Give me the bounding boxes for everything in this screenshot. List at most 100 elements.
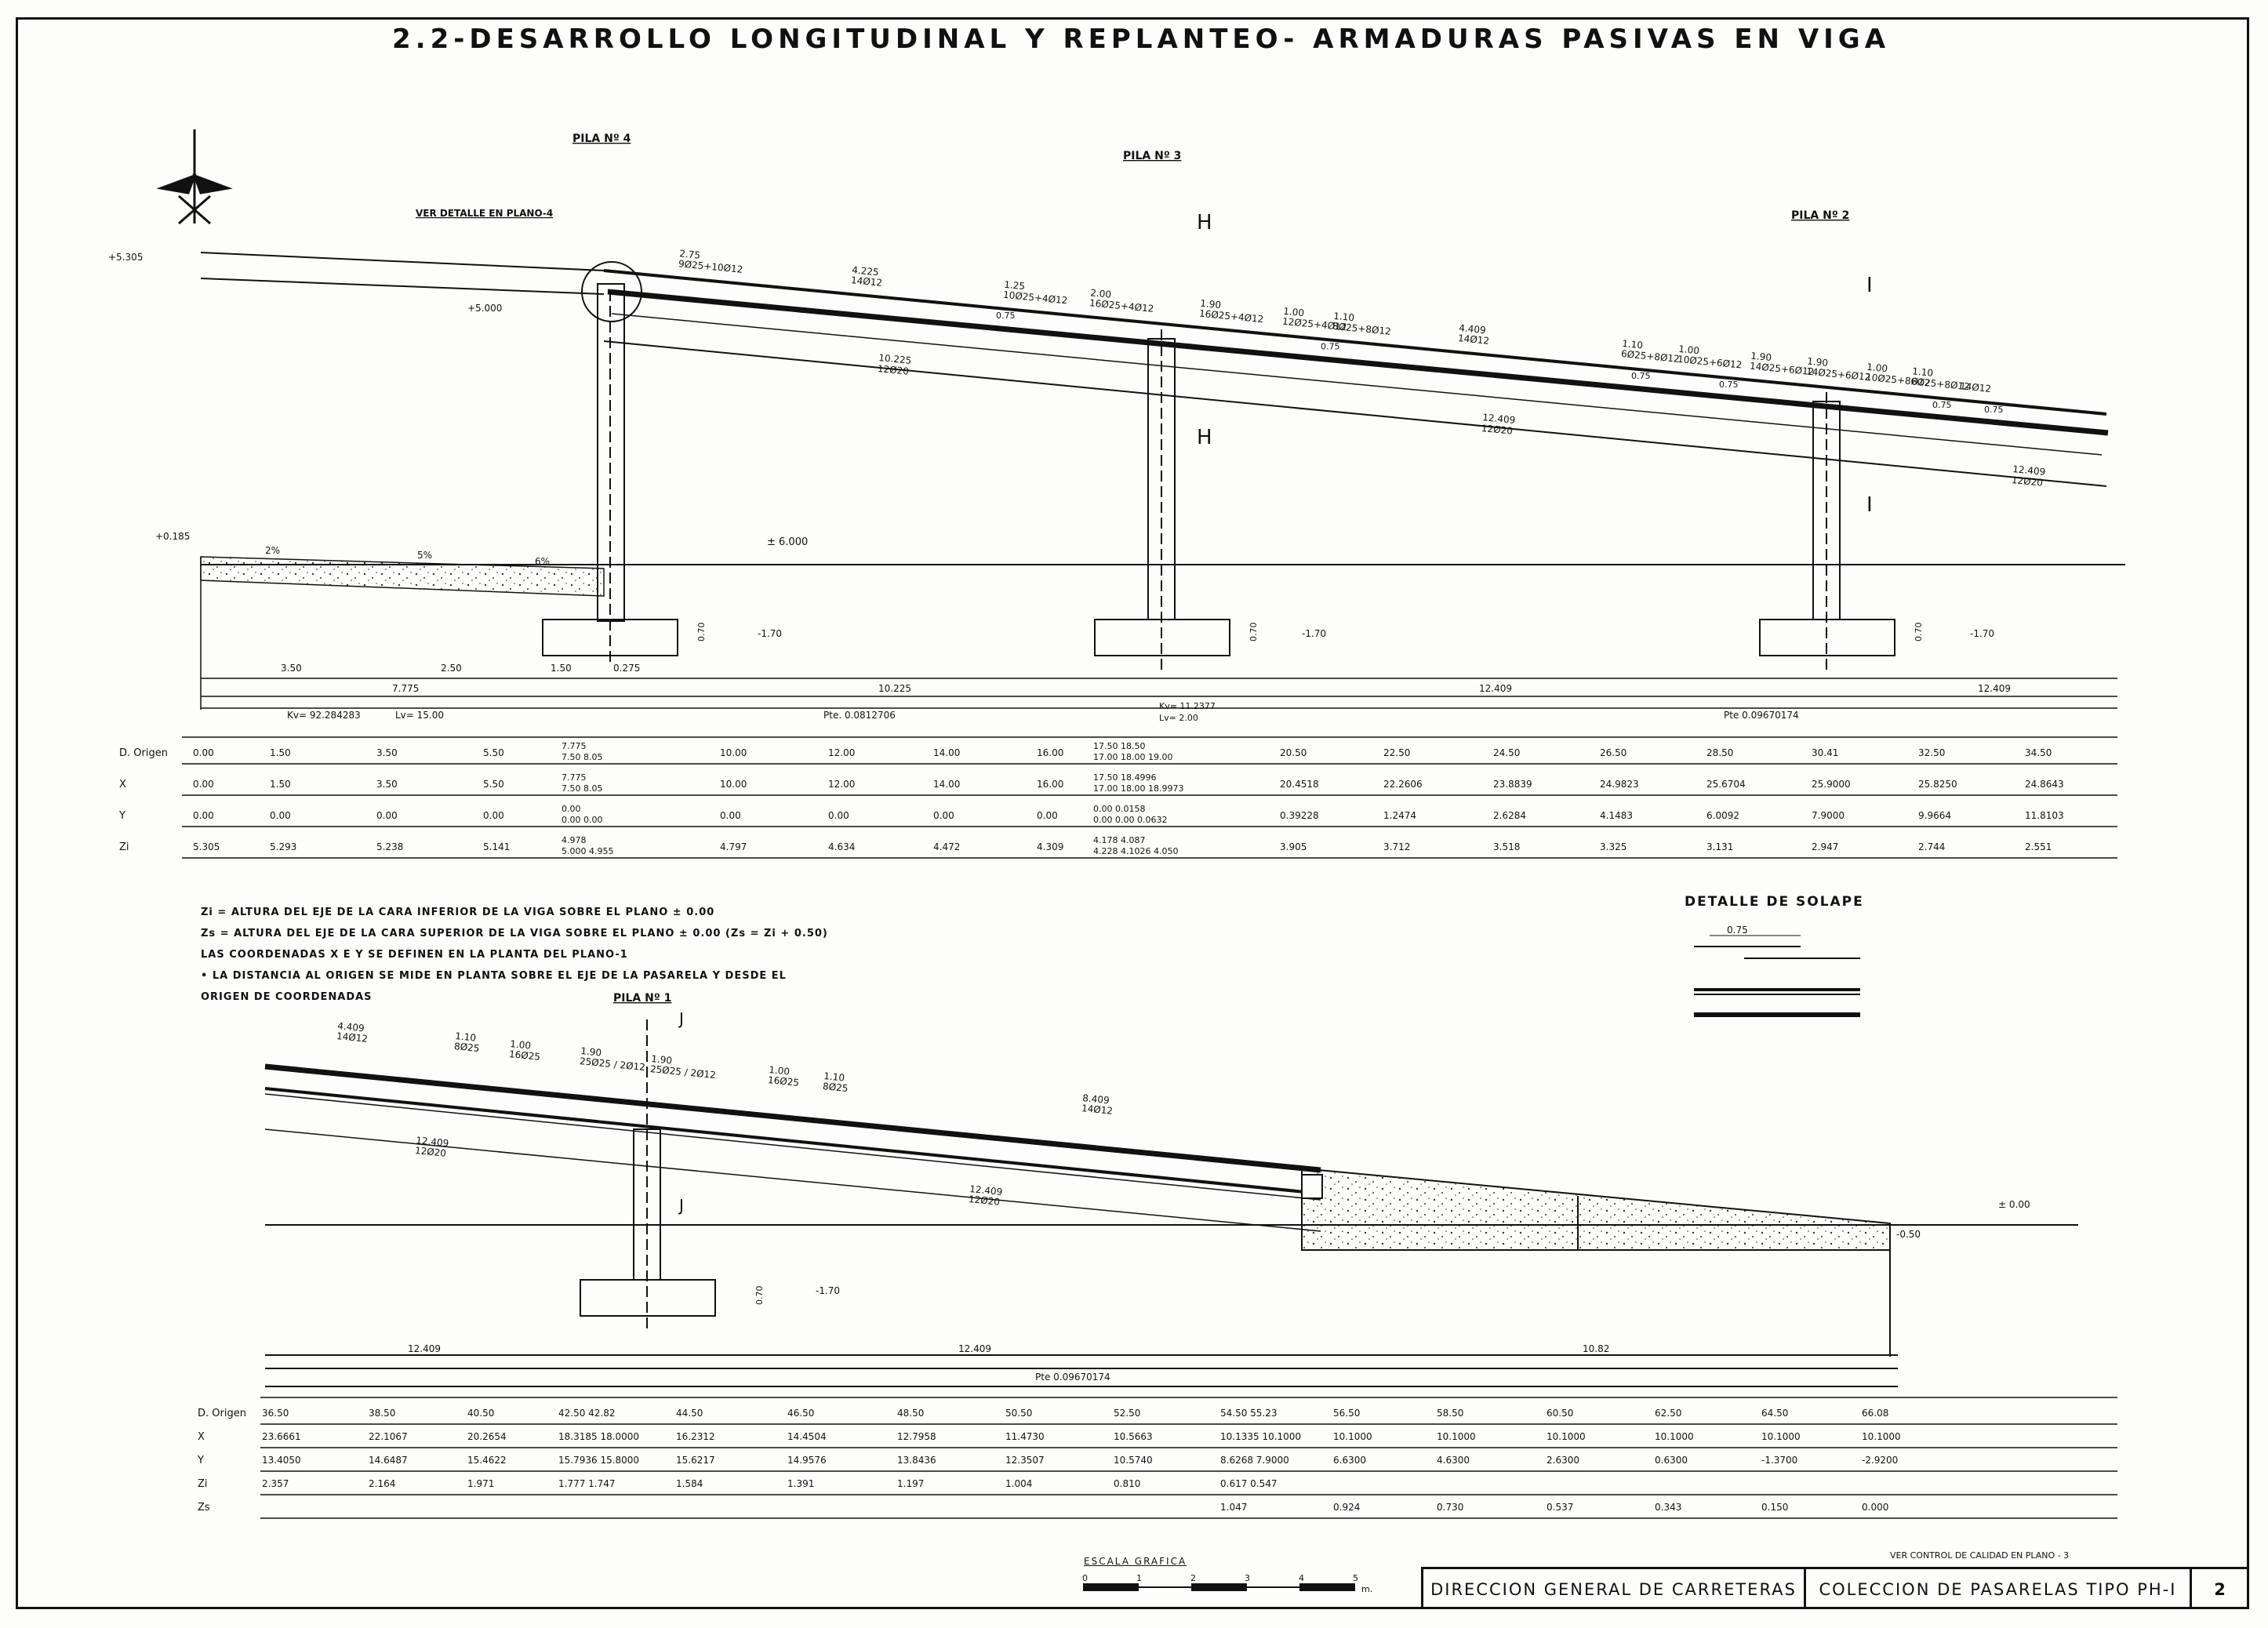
table-cell: 0.00 xyxy=(270,810,291,821)
table-cell: 14.00 xyxy=(933,779,960,790)
table-cell: 6.6300 xyxy=(1333,1455,1366,1466)
table-cell: 17.50 18.50 xyxy=(1093,741,1145,751)
pier-1-label: PILA Nº 1 xyxy=(613,992,671,1005)
rebar-label: 4.22514Ø12 xyxy=(850,264,883,289)
level-5305: +5.305 xyxy=(108,252,143,263)
rebar-label: 1.108Ø25 xyxy=(453,1030,481,1054)
note-zi: Zi = ALTURA DEL EJE DE LA CARA INFERIOR … xyxy=(201,907,715,918)
rebar-label: 1.108Ø25+8Ø12 xyxy=(1332,311,1392,337)
rebar-label: 8.40914Ø12 xyxy=(1081,1092,1114,1117)
table-cell: 0.00 xyxy=(376,810,398,821)
table-cell: 1.50 xyxy=(270,747,291,758)
pier-2-label: PILA Nº 2 xyxy=(1791,209,1849,222)
rebar-label: 1.2510Ø25+4Ø12 xyxy=(1002,279,1069,307)
table-cell: 24.9823 xyxy=(1600,779,1639,790)
table-cell: 24.50 xyxy=(1493,747,1520,758)
detail-reference: VER DETALLE EN PLANO-4 xyxy=(416,208,553,219)
table-cell: 22.1067 xyxy=(369,1431,408,1442)
table-cell: 28.50 xyxy=(1706,747,1733,758)
table-row-label: X xyxy=(198,1431,205,1443)
pier-1-column xyxy=(580,1019,716,1333)
dim-10225: 10.225 xyxy=(878,683,911,694)
table-cell: 0.00 xyxy=(562,804,581,814)
quality-control-note: VER CONTROL DE CALIDAD EN PLANO - 3 xyxy=(1890,1550,2070,1561)
table-cell: 40.50 xyxy=(467,1408,494,1419)
table-cell: 25.6704 xyxy=(1706,779,1746,790)
scale-tick: 1 xyxy=(1136,1573,1142,1583)
pier-3-label: PILA Nº 3 xyxy=(1123,150,1181,162)
pier-4-column xyxy=(542,283,678,667)
dim-bottom-12409-b: 12.409 xyxy=(958,1343,991,1354)
slope-6pct: 6% xyxy=(535,556,550,567)
lap-label: 0.75 xyxy=(1932,400,1952,410)
table-cell: 4.6300 xyxy=(1437,1455,1470,1466)
rebar-label: 1.9025Ø25 / 2Ø12 xyxy=(579,1045,646,1073)
table-cell: 0.00 xyxy=(720,810,741,821)
table-cell: 5.000 4.955 xyxy=(562,846,613,856)
rebar-label: 1.0016Ø25 xyxy=(508,1038,541,1063)
table-cell: 17.50 18.4996 xyxy=(1093,772,1156,783)
table-cell: 66.08 xyxy=(1862,1408,1888,1419)
table-cell: 48.50 xyxy=(897,1408,924,1419)
table-cell: 1.004 xyxy=(1005,1478,1032,1489)
lap-label: 0.75 xyxy=(1321,341,1340,351)
lap-detail-title: DETALLE DE SOLAPE xyxy=(1685,894,1864,910)
table-cell: 11.8103 xyxy=(2025,810,2064,821)
scale-tick: 0 xyxy=(1082,1573,1088,1583)
footing-depth-3: 0.70 xyxy=(1914,623,1924,642)
table-cell: 4.178 4.087 xyxy=(1093,835,1145,845)
table-row-label: Zs xyxy=(198,1502,210,1514)
table-cell: 4.1483 xyxy=(1600,810,1633,821)
rebar-label: 1.9025Ø25 / 2Ø12 xyxy=(649,1053,717,1081)
table-cell: -1.3700 xyxy=(1761,1455,1797,1466)
drawing-title: 2.2-DESARROLLO LONGITUDINAL Y REPLANTEO-… xyxy=(392,24,1891,55)
table-cell: 5.305 xyxy=(193,841,220,852)
section-h-bottom: H xyxy=(1197,426,1212,449)
table-cell: 25.9000 xyxy=(1812,779,1851,790)
table-cell: 36.50 xyxy=(262,1408,289,1419)
bottom-rebar-3: 12.40912Ø20 xyxy=(2011,463,2045,489)
kv-value: Kv= 92.284283 xyxy=(287,710,361,721)
scale-tick: 5 xyxy=(1353,1573,1358,1583)
footing-depth-2: 0.70 xyxy=(1248,623,1259,642)
rebar-label: 1.9014Ø25+6Ø12 xyxy=(1805,356,1872,383)
title-block: DIRECCION GENERAL DE CARRETERAS COLECCIO… xyxy=(1421,1567,2249,1609)
table-cell: 12.00 xyxy=(828,747,855,758)
table-cell: 10.1000 xyxy=(1437,1431,1476,1442)
table-cell: 4.309 xyxy=(1037,841,1063,852)
table-cell: 1.50 xyxy=(270,779,291,790)
table-row-label: Y xyxy=(118,810,125,822)
rebar-label: 1.9016Ø25+4Ø12 xyxy=(1198,298,1265,325)
footing-level-1: -1.70 xyxy=(758,628,782,639)
top-beam xyxy=(200,252,2109,487)
table-cell: 34.50 xyxy=(2025,747,2052,758)
table-cell: 9.9664 xyxy=(1918,810,1951,821)
table-cell: 12.00 xyxy=(828,779,855,790)
level-6000: ± 6.000 xyxy=(767,536,808,548)
table-cell: 22.2606 xyxy=(1383,779,1423,790)
section-j-top: J xyxy=(678,1009,684,1028)
table-cell: 10.1000 xyxy=(1547,1431,1586,1442)
sheet-border xyxy=(16,17,2249,1609)
table-cell: 17.00 18.00 19.00 xyxy=(1093,752,1172,762)
table-cell: 2.357 xyxy=(262,1478,289,1489)
bottom-rebar-2: 12.40912Ø20 xyxy=(1481,412,1515,437)
dim-12409-b: 12.409 xyxy=(1978,683,2011,694)
table-cell: 7.50 8.05 xyxy=(562,752,602,762)
table-cell: 2.744 xyxy=(1918,841,1945,852)
lap-detail xyxy=(1694,935,1860,1017)
slope-value-2: Pte 0.09670174 xyxy=(1724,710,1799,721)
table-cell: 0.00 xyxy=(828,810,849,821)
table-cell: 7.775 xyxy=(562,741,587,751)
table-cell: 10.1335 10.1000 xyxy=(1220,1431,1301,1442)
section-i-bottom: I xyxy=(1866,493,1873,517)
table-cell: 46.50 xyxy=(787,1408,814,1419)
table-cell: 5.238 xyxy=(376,841,403,852)
table-cell: 16.00 xyxy=(1037,747,1063,758)
rebar-label: 2.0016Ø25+4Ø12 xyxy=(1089,287,1155,314)
